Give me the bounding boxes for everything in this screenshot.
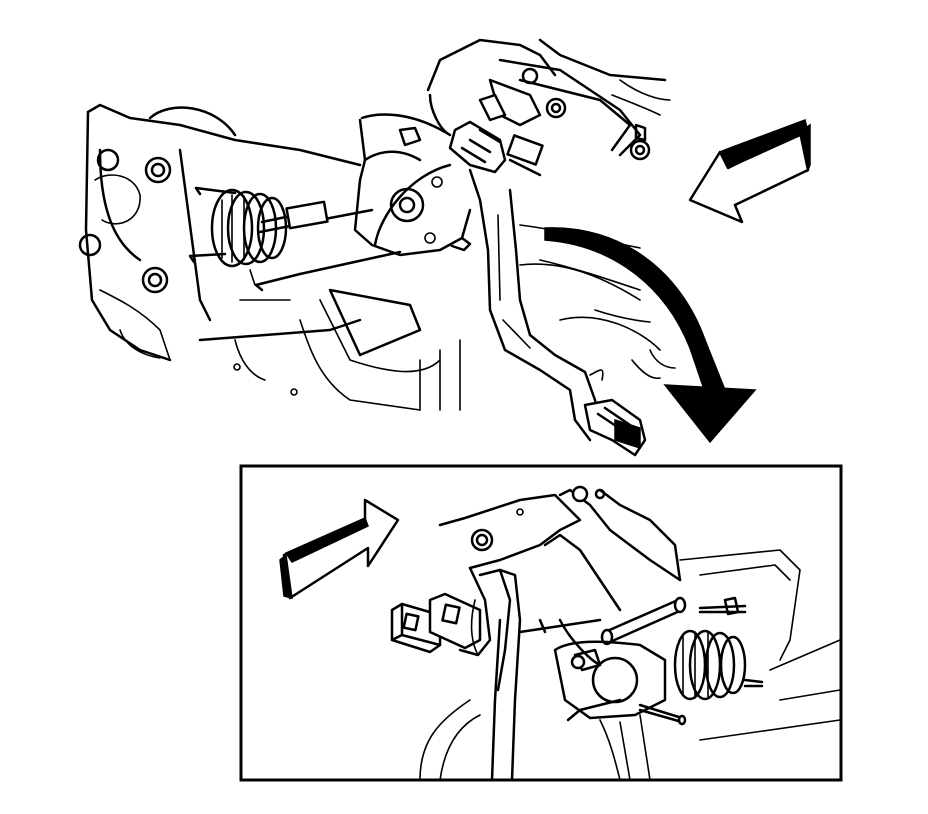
block-arrow-left-icon	[688, 119, 811, 224]
switch-connector	[390, 592, 482, 654]
bracket-nut	[723, 596, 740, 616]
pushrod	[258, 200, 374, 234]
curved-arrow-down-right-icon	[544, 227, 757, 444]
pedal-pad	[583, 309, 676, 457]
brake-pedal	[468, 168, 661, 442]
dash-panel	[78, 103, 461, 411]
booster	[553, 629, 747, 722]
pivot-bolt	[518, 596, 687, 667]
pedal-switch	[426, 38, 667, 177]
inset-scenery	[419, 549, 841, 781]
pedal-bracket	[353, 113, 472, 257]
detail-view	[239, 464, 843, 782]
main-view	[78, 38, 811, 457]
block-arrow-right-icon	[279, 498, 400, 600]
booster-studs	[188, 186, 402, 292]
pedal-arm	[438, 485, 682, 782]
bracket-nuts	[521, 67, 651, 161]
